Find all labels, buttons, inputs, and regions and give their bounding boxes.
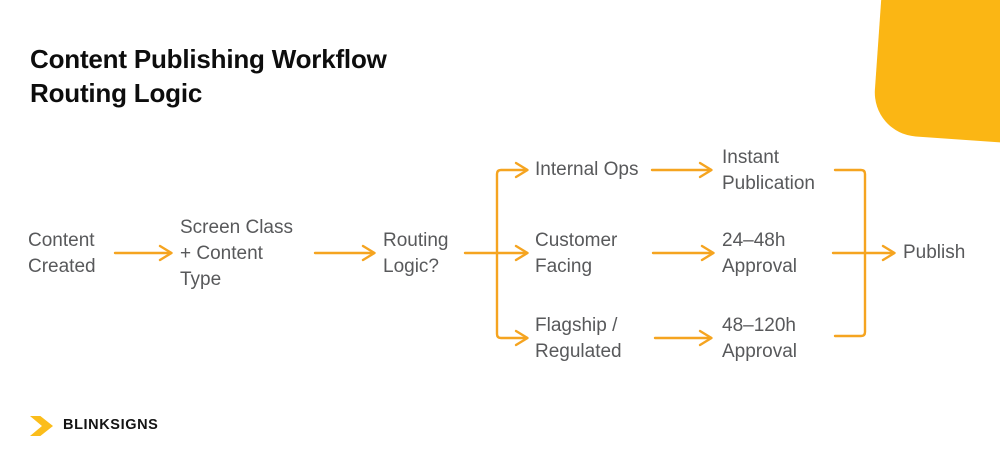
flow-node-customer-facing: Customer Facing (535, 230, 618, 277)
flow-node-screen-class-content-type: Screen Class + Content Type (180, 217, 293, 290)
corner-decoration-shape (871, 0, 1000, 146)
arrowhead-icon (881, 244, 896, 262)
flow-node-instant-publication: Instant Publication (722, 147, 815, 194)
arrowhead-icon (698, 329, 713, 347)
connector-merge-bracket (833, 168, 867, 338)
flow-node-approval-48-120h: 48–120h Approval (722, 315, 797, 362)
page-title: Content Publishing Workflow Routing Logi… (30, 42, 387, 110)
flow-node-content-created: Content Created (28, 230, 96, 277)
flow-node-routing-logic: Routing Logic? (383, 230, 449, 277)
arrowhead-icon (514, 329, 529, 347)
chevron-right-icon (30, 416, 53, 436)
arrowhead-icon (361, 244, 376, 262)
page-title-line2: Routing Logic (30, 78, 203, 108)
flow-node-approval-24-48h: 24–48h Approval (722, 230, 797, 277)
brand-name: BLINKSIGNS (63, 417, 159, 433)
arrowhead-icon (514, 244, 529, 262)
arrowhead-icon (700, 244, 715, 262)
arrowhead-icon (698, 161, 713, 179)
page-title-line1: Content Publishing Workflow (30, 44, 387, 74)
flow-node-publish: Publish (903, 242, 966, 263)
connector-branch-bracket (495, 168, 529, 340)
arrowhead-icon (514, 161, 529, 179)
flow-node-flagship-regulated: Flagship / Regulated (535, 315, 622, 362)
flow-node-internal-ops: Internal Ops (535, 159, 639, 180)
brand-logo: BLINKSIGNS (30, 414, 158, 436)
arrowhead-icon (158, 244, 173, 262)
